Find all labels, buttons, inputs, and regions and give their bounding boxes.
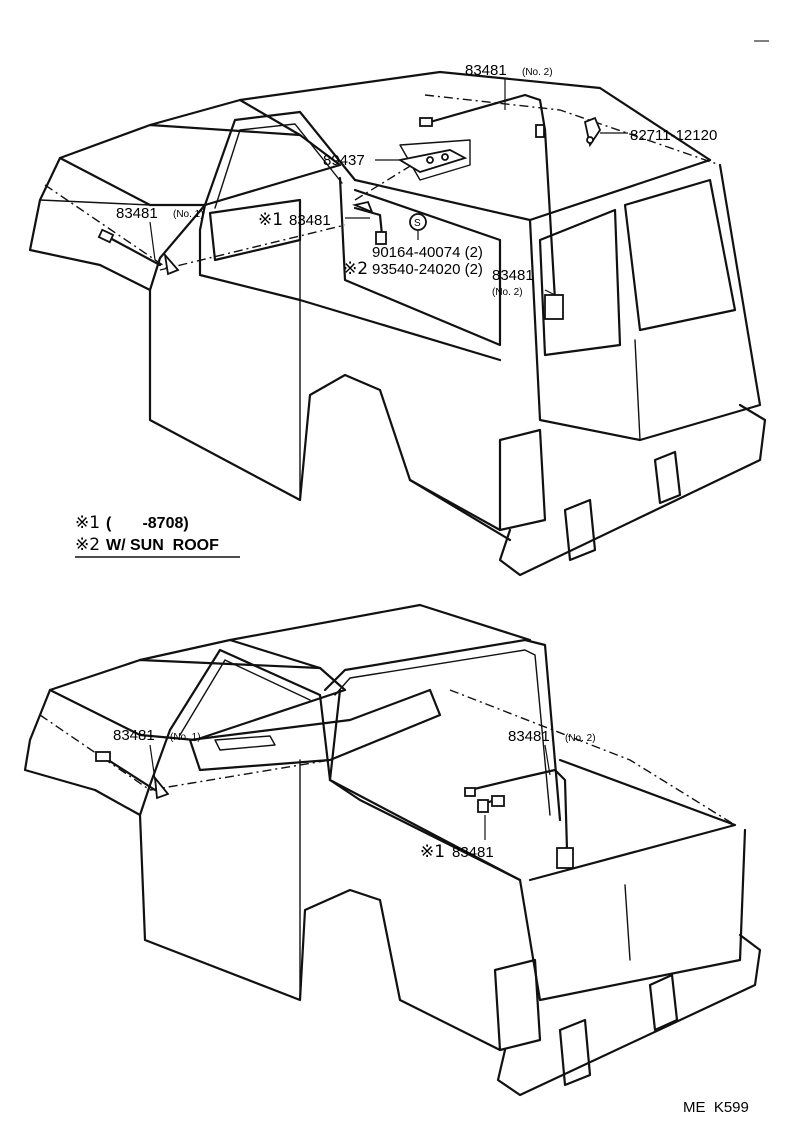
callout-83481-no1: 83481 (No. 1): [116, 205, 204, 222]
svg-text:※1: ※1: [258, 210, 283, 230]
clip-82711: [583, 116, 602, 148]
svg-text:(No. 2): (No. 2): [565, 733, 596, 744]
legend-text-2: W/ SUN ROOF: [106, 537, 219, 554]
svg-text:90164-40074 (2): 90164-40074 (2): [372, 244, 483, 261]
callout-b-83481-no2: 83481 (No. 2): [508, 728, 596, 745]
svg-text:82711-12120: 82711-12120: [630, 127, 717, 144]
callout-93540-24020: ※2 93540-24020 (2): [343, 259, 483, 279]
bottom-harness-no2: [464, 768, 574, 869]
svg-text:83481: 83481: [508, 728, 550, 745]
svg-text:(No. 2): (No. 2): [522, 67, 553, 78]
svg-text:89437: 89437: [323, 152, 365, 169]
svg-text:83481: 83481: [116, 205, 158, 222]
bottom-vehicle-drawing: [23, 603, 762, 1097]
svg-text:(No. 1): (No. 1): [173, 209, 204, 220]
screw-s-label: S: [414, 218, 421, 229]
callout-83481-no2-roof: 83481 (No. 2): [465, 62, 553, 79]
svg-text:93540-24020 (2): 93540-24020 (2): [372, 261, 483, 278]
top-harness-no1: [97, 228, 180, 276]
legend-text-1: ( -8708): [106, 515, 189, 532]
room-lamp-89437: [397, 149, 468, 173]
bottom-harness-mark1: [477, 795, 505, 813]
svg-text:(No. 1): (No. 1): [170, 732, 201, 743]
top-vehicle-drawing: [28, 70, 767, 577]
corner-mark: —: [754, 32, 769, 49]
diagram-code: ME K599: [683, 1099, 749, 1116]
legend-mark-1: ※1: [75, 513, 100, 533]
callout-b-83481-no1: 83481 (No. 1): [113, 727, 201, 744]
callout-b-83481-mark1: ※1 83481: [420, 842, 494, 862]
svg-text:※1: ※1: [420, 842, 445, 862]
callout-83481-mark1: ※1 83481: [258, 210, 331, 230]
bottom-harness-no1: [95, 751, 170, 800]
svg-text:83481: 83481: [465, 62, 507, 79]
callout-89437: 89437: [323, 152, 365, 169]
svg-text:※2: ※2: [343, 259, 368, 279]
svg-text:83481: 83481: [492, 267, 534, 284]
top-harness-mark1: [352, 200, 387, 245]
svg-text:83481: 83481: [113, 727, 155, 744]
svg-text:83481: 83481: [289, 212, 331, 229]
svg-text:83481: 83481: [452, 844, 494, 861]
callout-90164-40074: 90164-40074 (2): [372, 244, 483, 261]
legend-mark-2: ※2: [75, 535, 100, 555]
callout-82711-12120: 82711-12120: [630, 127, 717, 144]
legend: ※1 ( -8708) ※2 W/ SUN ROOF: [75, 513, 240, 558]
callout-83481-no2-rear: 83481 (No. 2): [492, 267, 534, 298]
svg-text:(No. 2): (No. 2): [492, 287, 523, 298]
